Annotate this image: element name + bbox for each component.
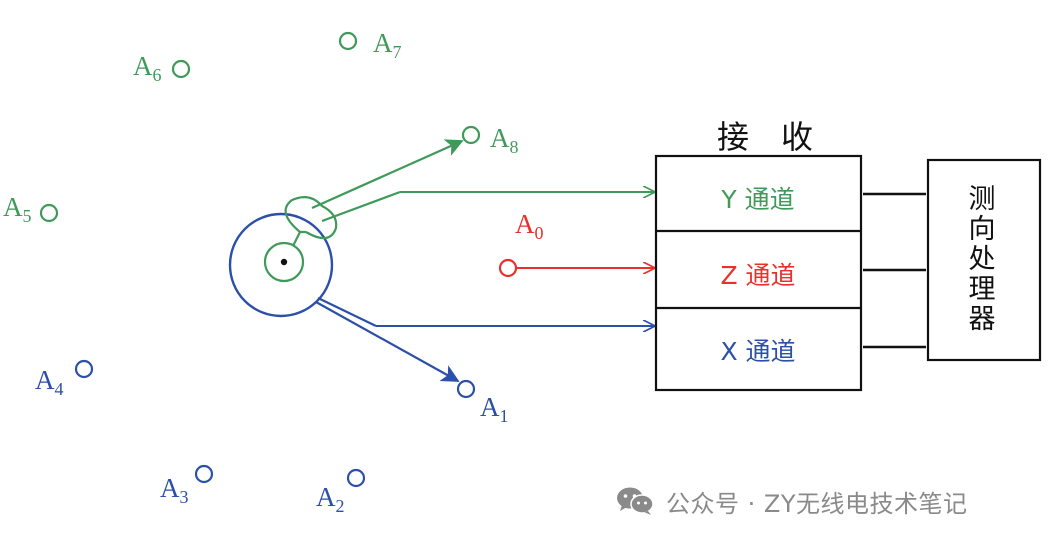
antenna-circle-a5: [39, 203, 59, 223]
x-channel-label: X 通道: [720, 337, 795, 366]
wechat-icon: [617, 487, 654, 515]
antenna-circle-a4: [74, 359, 94, 379]
watermark-text: 公众号 · ZY无线电技术笔记: [666, 489, 968, 518]
antenna-label-a3: A3: [160, 473, 189, 507]
antenna-label-a4: A4: [35, 365, 64, 399]
antenna-circle-a6: [171, 59, 191, 79]
receiver-title: 接 收: [717, 118, 813, 156]
processor-char-4: 理: [969, 274, 996, 305]
z-channel-label: Z 通道: [720, 261, 795, 290]
antenna-circle-a7: [338, 31, 358, 51]
df-processor-block: 测 向 处 理 器: [926, 158, 1042, 362]
processor-char-2: 向: [969, 214, 996, 245]
antenna-circle-a8: [461, 125, 481, 145]
antenna-label-a6: A6: [133, 51, 162, 85]
watermark: 公众号 · ZY无线电技术笔记: [616, 482, 968, 520]
processor-char-1: 测: [969, 184, 996, 215]
receiver-block: 接 收 Y 通道 Z 通道 X 通道: [654, 118, 863, 392]
antenna-label-a5: A5: [3, 192, 32, 226]
antenna-circle-a0: [498, 258, 518, 278]
antenna-circle-a3: [194, 464, 214, 484]
antenna-label-a8: A8: [490, 123, 519, 157]
processor-char-5: 器: [969, 304, 996, 335]
antenna-label-a7: A7: [373, 28, 402, 62]
antenna-label-a2: A2: [316, 482, 345, 516]
antenna-circle-a2: [346, 468, 366, 488]
commutator-switch: [228, 139, 464, 382]
antenna-label-a0: A0: [515, 209, 544, 243]
y-channel-label: Y 通道: [720, 185, 794, 214]
processor-char-3: 处: [969, 244, 996, 275]
antenna-circle-a1: [456, 379, 476, 399]
antenna-label-a1: A1: [480, 392, 509, 426]
